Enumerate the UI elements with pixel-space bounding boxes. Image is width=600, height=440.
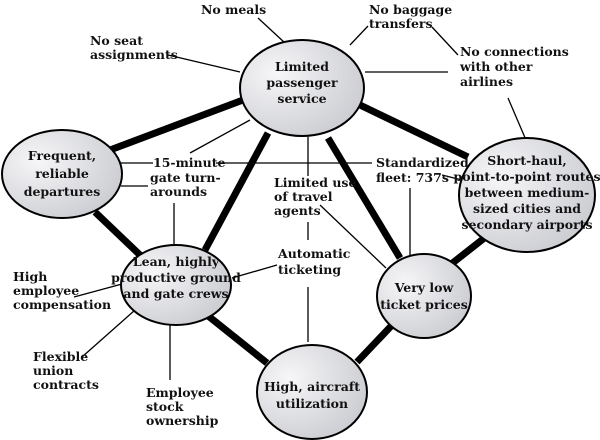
- node-label: Limited: [275, 59, 329, 74]
- node-label: service: [277, 91, 326, 106]
- link-service-lean: [201, 131, 272, 252]
- node-frequent-departures: Frequent, reliable departures: [1, 129, 123, 219]
- node-label: reliable: [35, 166, 89, 181]
- link-agents-prices: [319, 204, 387, 269]
- link-ticketing-lean: [231, 264, 278, 279]
- node-label: departures: [24, 184, 101, 199]
- label-ticketing: ticketing: [278, 262, 341, 277]
- label-travel-agents: Limited use: [274, 175, 356, 190]
- label-no-connections: airlines: [460, 74, 513, 89]
- node-aircraft-utilization: High, aircraft utilization: [256, 344, 368, 440]
- node-label: productive ground: [111, 270, 241, 285]
- link-service-frequent: [108, 96, 245, 154]
- link-union: [81, 309, 136, 358]
- node-label: between medium-: [465, 185, 590, 200]
- label-stock: stock: [146, 399, 184, 414]
- link-meals: [257, 17, 286, 44]
- label-compensation: employee: [13, 283, 79, 298]
- node-label: Very low: [394, 280, 455, 295]
- node-limited-service: Limited passenger service: [239, 39, 365, 137]
- label-no-meals: No meals: [201, 2, 266, 17]
- link-baggage: [349, 25, 369, 46]
- node-lean-crews: Lean, highly productive ground and gate …: [111, 244, 241, 326]
- label-fleet: fleet: 737s: [376, 170, 449, 185]
- label-turnarounds: gate turn-: [150, 170, 221, 185]
- link-compensation: [73, 283, 123, 298]
- node-short-haul: Short-haul, point-to-point routes betwee…: [454, 137, 600, 253]
- label-no-baggage: transfers: [369, 16, 433, 31]
- link-frequent-lean: [92, 209, 143, 258]
- node-label: Short-haul,: [487, 153, 566, 168]
- label-no-seat: No seat: [90, 33, 143, 48]
- node-label: Lean, highly: [133, 254, 220, 269]
- node-label: High, aircraft: [264, 379, 360, 394]
- link-lean-utilization: [204, 312, 270, 366]
- label-compensation: High: [13, 269, 47, 284]
- label-compensation: compensation: [13, 297, 111, 312]
- label-travel-agents: of travel: [274, 189, 333, 204]
- link-service-prices: [324, 136, 404, 260]
- link-seats: [167, 54, 241, 73]
- node-label: point-to-point routes: [454, 169, 600, 184]
- label-stock: Employee: [146, 385, 214, 400]
- label-turnarounds: 15-minute: [153, 155, 226, 170]
- label-ticketing: Automatic: [277, 246, 351, 261]
- label-fleet: Standardized: [376, 155, 469, 170]
- node-label: sized cities and: [473, 201, 581, 216]
- weak-links: [73, 17, 527, 380]
- strong-links: [92, 96, 495, 366]
- node-low-prices: Very low ticket prices: [376, 253, 472, 339]
- link-fleet-shorthaul: [441, 174, 463, 181]
- node-label: passenger: [266, 75, 338, 90]
- link-turnarounds-service: [189, 119, 251, 154]
- label-no-seat: assignments: [90, 47, 178, 62]
- label-no-baggage: No baggage: [369, 2, 452, 17]
- label-no-connections: with other: [459, 59, 533, 74]
- node-label: Frequent,: [28, 148, 96, 163]
- link-utilization-prices: [354, 319, 398, 365]
- node-label: utilization: [276, 396, 348, 411]
- node-label: secondary airports: [462, 217, 593, 232]
- label-union: union: [33, 363, 73, 378]
- label-turnarounds: arounds: [150, 184, 207, 199]
- link-connections-shorthaul: [507, 97, 527, 141]
- link-connections-top: [431, 26, 459, 56]
- activity-labels: No meals No seat assignments No baggage …: [13, 2, 569, 428]
- label-union: contracts: [33, 377, 99, 392]
- node-label: and gate crews: [123, 286, 228, 301]
- node-label: ticket prices: [380, 297, 468, 312]
- label-travel-agents: agents: [274, 203, 321, 218]
- label-union: Flexible: [33, 349, 88, 364]
- label-no-connections: No connections: [460, 44, 569, 59]
- label-stock: ownership: [146, 413, 219, 428]
- link-service-shorthaul: [358, 101, 470, 161]
